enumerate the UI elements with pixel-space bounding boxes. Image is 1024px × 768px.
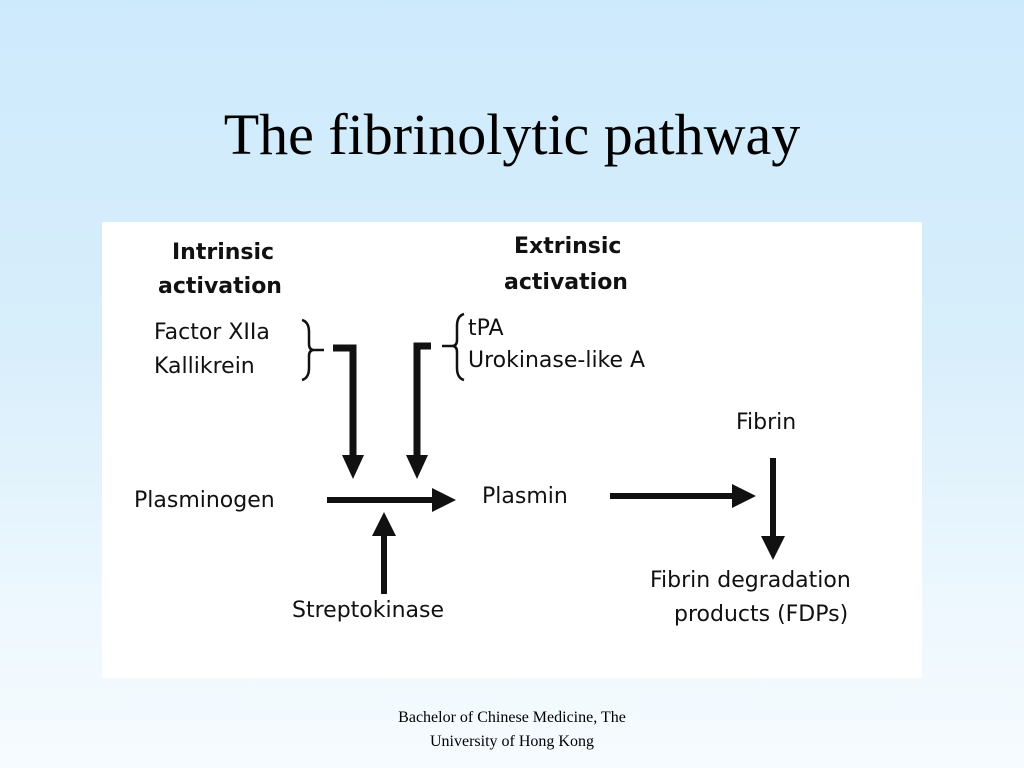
fibrin-label: Fibrin [736, 410, 797, 435]
fdp-label-line2: products (FDPs) [674, 602, 849, 627]
footer-line-2: University of Hong Kong [430, 733, 594, 750]
intrinsic-arrow [333, 344, 357, 457]
plasmin-label: Plasmin [482, 484, 568, 509]
fdp-label-line1: Fibrin degradation [650, 568, 851, 593]
extrinsic-arrow [413, 342, 431, 457]
extrinsic-heading-line2: activation [504, 270, 628, 295]
footer-line-1: Bachelor of Chinese Medicine, The [398, 709, 626, 726]
plasminogen-label: Plasminogen [134, 488, 275, 513]
pathway-arrows [301, 312, 785, 594]
fibrin-fdp-arrowhead [761, 536, 785, 560]
extrinsic-item-urokinase: Urokinase-like A [468, 348, 646, 373]
streptokinase-arrowhead [372, 512, 396, 536]
streptokinase-label: Streptokinase [292, 598, 445, 623]
pathway-diagram: Intrinsic activation Factor XIIa Kallikr… [102, 222, 922, 678]
plasminogen-plasmin-arrowhead [432, 488, 456, 512]
intrinsic-heading-line2: activation [158, 274, 282, 299]
slide-footer: Bachelor of Chinese Medicine, The Univer… [352, 706, 672, 754]
plasmin-fibrin-arrowhead [732, 484, 756, 508]
extrinsic-arrowhead [406, 455, 428, 479]
extrinsic-item-tpa: tPA [468, 316, 504, 341]
extrinsic-bracket [451, 312, 465, 382]
intrinsic-bracket [301, 318, 315, 382]
extrinsic-heading-line1: Extrinsic [514, 234, 622, 259]
slide-title: The fibrinolytic pathway [223, 102, 801, 167]
intrinsic-heading-line1: Intrinsic [172, 240, 275, 265]
intrinsic-item-factor-xiia: Factor XIIa [154, 320, 270, 345]
intrinsic-item-kallikrein: Kallikrein [154, 354, 255, 379]
intrinsic-arrowhead [342, 455, 364, 479]
